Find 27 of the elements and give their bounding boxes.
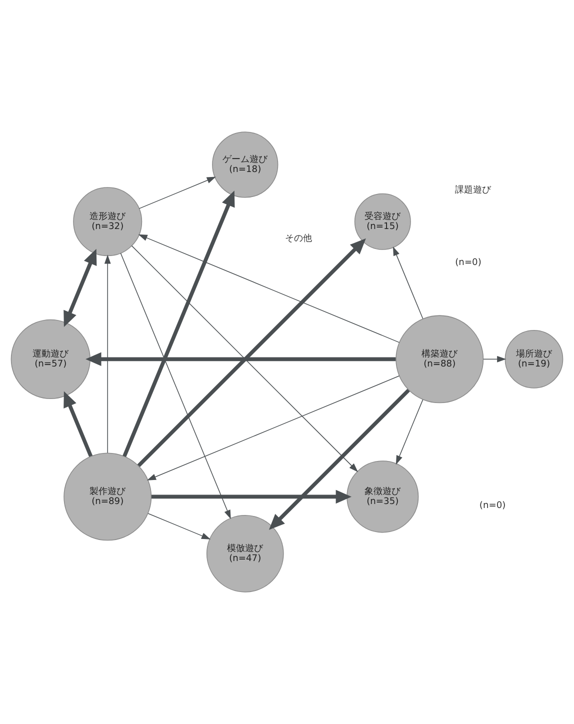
arrow — [104, 254, 111, 454]
node-circle: 造形遊び (n=32) — [73, 187, 142, 256]
arrow — [64, 248, 97, 328]
arrow — [146, 376, 400, 480]
arrow — [152, 490, 352, 504]
node-circle: 象徴遊び (n=35) — [346, 460, 419, 533]
node-circle: 製作遊び (n=89) — [64, 452, 152, 541]
arrow — [396, 399, 424, 465]
arrow — [392, 246, 424, 320]
arrow — [122, 190, 235, 458]
arrow — [138, 234, 400, 343]
node-circle: ゲーム遊び (n=18) — [212, 132, 278, 198]
arrow — [86, 352, 396, 366]
label: (n=0) — [479, 500, 506, 511]
arrow — [138, 176, 216, 209]
arrow — [148, 513, 211, 540]
arrow — [64, 391, 93, 457]
arrow — [483, 356, 506, 362]
label: 課題遊び — [454, 185, 491, 196]
node-circle: 構築遊び (n=88) — [396, 315, 484, 404]
node-circle: 受容遊び (n=15) — [354, 193, 411, 250]
arrow — [120, 252, 231, 520]
node-circle: 運動遊び (n=57) — [10, 319, 90, 399]
label: その他 — [284, 234, 312, 244]
node-circle: 場所遊び (n=19) — [504, 330, 564, 388]
arrow — [268, 388, 410, 530]
label: (n=0) — [455, 258, 482, 268]
